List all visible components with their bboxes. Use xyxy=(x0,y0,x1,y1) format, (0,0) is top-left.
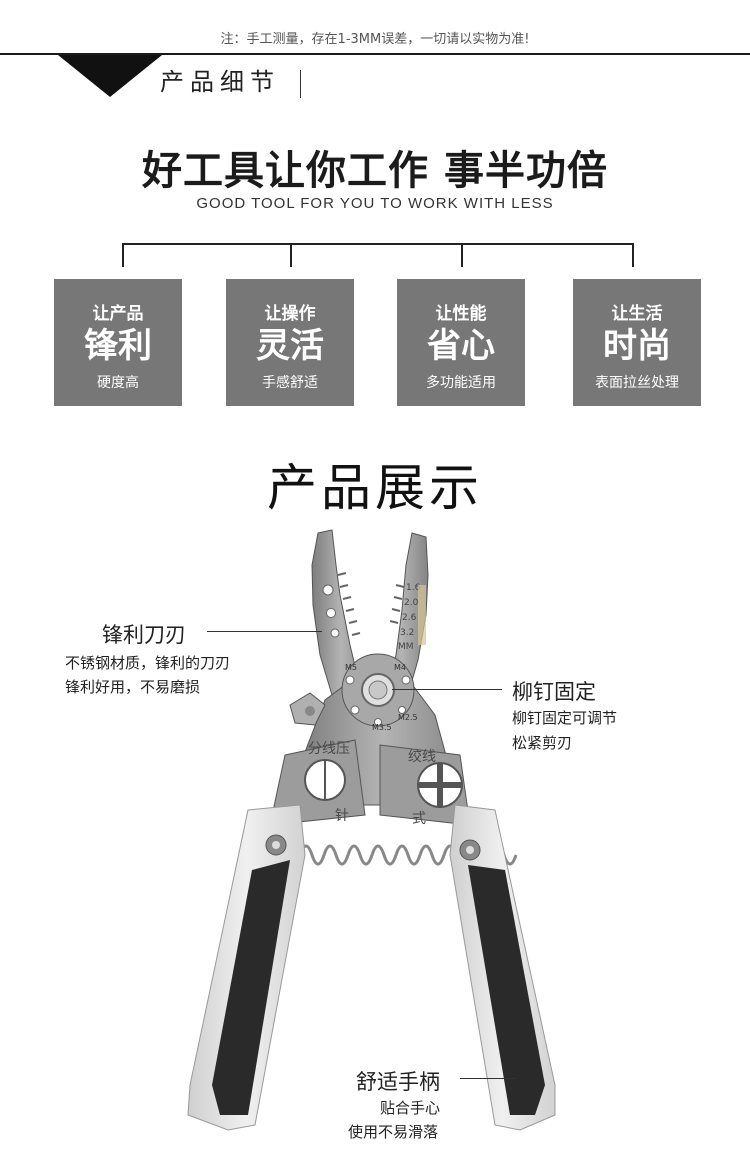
measurement-note: 注：手工测量，存在1-3MM误差，一切请以实物为准! xyxy=(220,32,530,47)
blade-annotation-line xyxy=(207,631,322,632)
feature-card-label: 让操作 xyxy=(264,304,316,324)
subheadline: GOOD TOOL FOR YOU TO WORK WITH LESS xyxy=(196,195,554,212)
size-marking: 2.0 xyxy=(404,598,419,608)
feature-card-reliable: 让性能 省心 多功能适用 xyxy=(397,279,525,406)
m-marking: M3.5 xyxy=(372,723,392,732)
section-title: 产品细节 xyxy=(160,68,280,96)
m-marking: M2.5 xyxy=(398,713,418,722)
bracket-tick xyxy=(461,243,463,267)
headline: 好工具让你工作 事半功倍 xyxy=(142,148,608,194)
section-triangle-marker xyxy=(58,55,162,97)
feature-card-desc: 硬度高 xyxy=(97,375,139,391)
rivet-annotation-line xyxy=(392,689,502,690)
handle-annotation-desc-1: 贴合手心 xyxy=(380,1099,441,1117)
wire-stripper-illustration: 1.6 2.0 2.6 3.2 MM M5 M4 M3.5 M2.5 分线压 绞… xyxy=(187,529,556,1131)
feature-card-sharp: 让产品 锋利 硬度高 xyxy=(54,279,182,406)
jaw-marking-right: 绞线 xyxy=(408,748,436,765)
bracket-tick xyxy=(632,243,634,267)
feature-card-keyword: 时尚 xyxy=(603,326,671,366)
jaw-marking-left-lower: 针 xyxy=(335,808,349,824)
section-divider-line xyxy=(0,53,750,55)
feature-card-keyword: 锋利 xyxy=(84,326,152,366)
feature-bracket xyxy=(122,243,634,245)
handle-annotation-line xyxy=(460,1078,516,1079)
feature-card-flexible: 让操作 灵活 手感舒适 xyxy=(226,279,354,406)
feature-card-label: 让生活 xyxy=(611,304,663,324)
jaw-marking-right-lower: 式 xyxy=(412,811,426,827)
rivet-annotation-desc-1: 柳钉固定可调节 xyxy=(512,709,618,727)
size-marking: 3.2 xyxy=(400,628,414,638)
bracket-tick xyxy=(290,243,292,267)
m-marking: M5 xyxy=(345,663,357,672)
handle-annotation-desc-2: 使用不易滑落 xyxy=(348,1123,439,1141)
rivet-annotation-title: 柳钉固定 xyxy=(512,680,596,704)
size-marking: MM xyxy=(398,642,414,652)
feature-card-stylish: 让生活 时尚 表面拉丝处理 xyxy=(573,279,701,406)
bracket-tick xyxy=(122,243,124,267)
feature-card-keyword: 省心 xyxy=(427,326,495,366)
feature-card-desc: 表面拉丝处理 xyxy=(595,375,679,391)
handle-annotation-title: 舒适手柄 xyxy=(356,1070,440,1094)
feature-card-keyword: 灵活 xyxy=(256,326,324,366)
feature-card-label: 让产品 xyxy=(92,304,144,324)
size-marking: 1.6 xyxy=(406,583,421,593)
blade-annotation-desc-1: 不锈钢材质，锋利的刀刃 xyxy=(65,654,231,672)
feature-card-desc: 手感舒适 xyxy=(262,375,318,391)
feature-card-label: 让性能 xyxy=(435,304,487,324)
feature-card-desc: 多功能适用 xyxy=(426,375,496,391)
rivet-annotation-desc-2: 松紧剪刃 xyxy=(512,734,573,752)
blade-annotation-desc-2: 锋利好用，不易磨损 xyxy=(65,678,201,696)
jaw-marking-left: 分线压 xyxy=(308,741,350,757)
blade-annotation-title: 锋利刀刃 xyxy=(102,623,186,647)
showcase-title: 产品展示 xyxy=(267,459,483,517)
section-title-bar xyxy=(300,70,301,98)
m-marking: M4 xyxy=(394,663,406,672)
size-marking: 2.6 xyxy=(402,613,417,623)
